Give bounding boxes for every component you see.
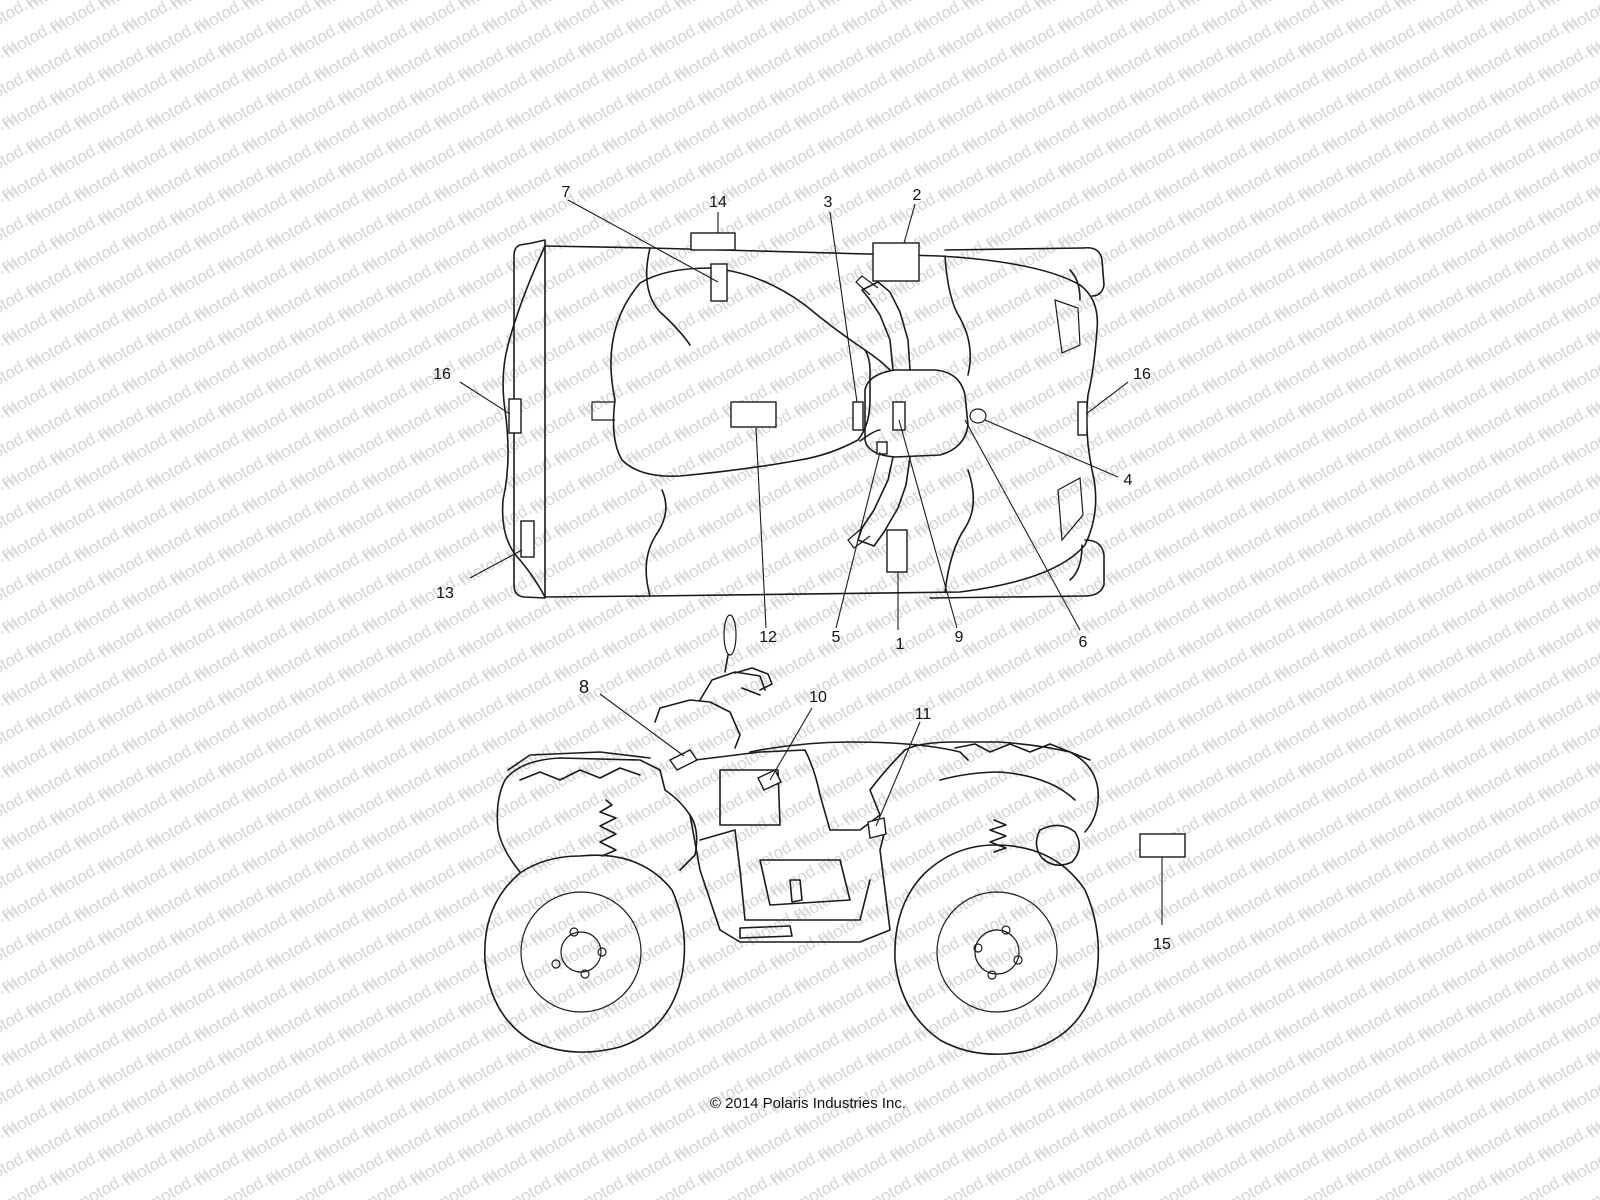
- decal-11: [867, 817, 887, 839]
- copyright-notice: © 2014 Polaris Industries Inc.: [710, 1095, 906, 1112]
- callout-5: 5: [832, 629, 841, 646]
- decal-5: [876, 441, 888, 455]
- decal-15: [1139, 833, 1186, 858]
- callout-9: 9: [955, 629, 964, 646]
- callout-7: 7: [562, 184, 571, 201]
- decal-12: [730, 401, 777, 428]
- callout-15: 15: [1153, 936, 1171, 953]
- front-lug-3: [987, 970, 997, 980]
- callout-6: 6: [1079, 634, 1088, 651]
- decal-3: [852, 401, 864, 431]
- callout-11: 11: [915, 706, 932, 723]
- callout-4: 4: [1124, 472, 1133, 489]
- decal-1: [886, 529, 908, 573]
- callout-1: 1: [896, 636, 905, 653]
- callout-13: 13: [436, 585, 454, 602]
- decal-7: [710, 263, 728, 302]
- decal-16-front: [1077, 401, 1088, 436]
- callout-12: 12: [759, 629, 777, 646]
- decal-14: [690, 232, 736, 251]
- decal-13: [520, 520, 535, 558]
- callout-3: 3: [824, 194, 833, 211]
- callout-10: 10: [809, 689, 827, 706]
- callout-14: 14: [709, 194, 727, 211]
- decal-16-rear: [508, 398, 522, 434]
- callout-16-front: 16: [1133, 366, 1151, 383]
- callout-8: 8: [579, 677, 589, 697]
- decal-9: [892, 401, 906, 431]
- callout-16-rear: 16: [433, 366, 451, 383]
- callout-2: 2: [913, 187, 922, 204]
- decal-2: [872, 242, 920, 282]
